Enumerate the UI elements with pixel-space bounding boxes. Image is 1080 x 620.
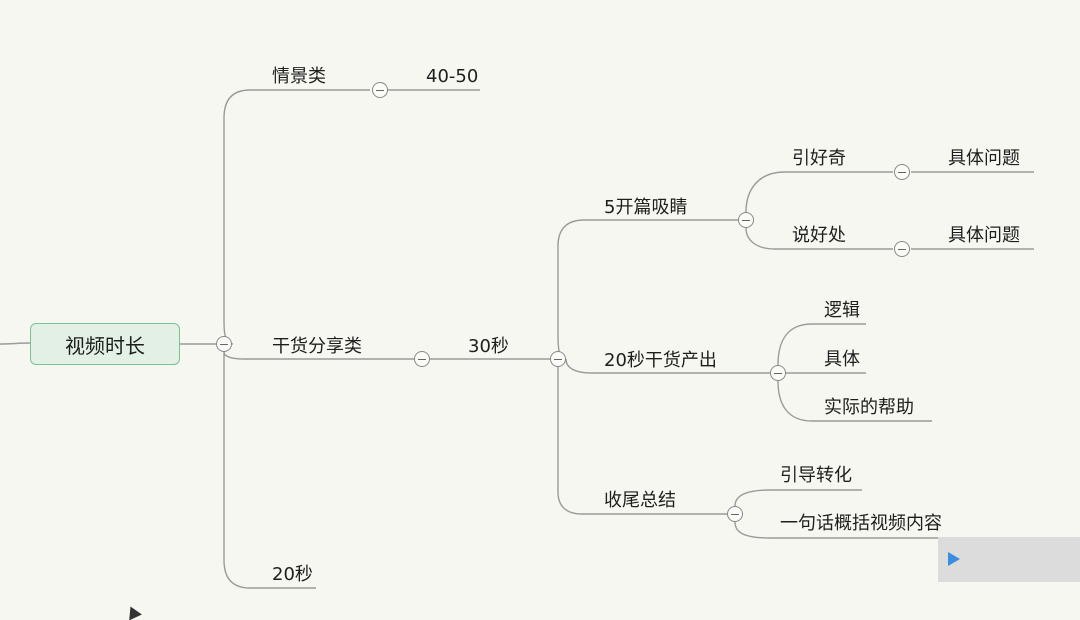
benefit-collapse-icon[interactable] <box>894 241 910 257</box>
open-connector <box>557 219 738 360</box>
root-node[interactable]: 视频时长 <box>30 323 180 365</box>
node-thirty-seconds[interactable]: 30秒 <box>468 336 509 357</box>
summary-connector <box>734 521 970 539</box>
branch-connector-20s <box>223 352 316 589</box>
curiosity-collapse-icon[interactable] <box>894 164 910 180</box>
node-twenty-seconds[interactable]: 20秒 <box>272 564 313 585</box>
node-body-logic[interactable]: 逻辑 <box>824 300 860 321</box>
node-body-concrete[interactable]: 具体 <box>824 349 860 370</box>
node-scene-duration[interactable]: 40-50 <box>426 66 479 87</box>
node-scene[interactable]: 情景类 <box>272 66 326 87</box>
node-curiosity[interactable]: 引好奇 <box>792 148 846 169</box>
body-collapse-icon[interactable] <box>770 365 786 381</box>
thirty-collapse-icon[interactable] <box>550 351 566 367</box>
help-connector <box>777 380 932 422</box>
node-body-help[interactable]: 实际的帮助 <box>824 397 914 418</box>
root-collapse-icon[interactable] <box>216 336 232 352</box>
node-body[interactable]: 20秒干货产出 <box>604 350 717 371</box>
play-icon[interactable] <box>948 552 960 566</box>
root-incoming-connector <box>0 342 31 345</box>
open-collapse-icon[interactable] <box>738 212 754 228</box>
node-closing-summary[interactable]: 一句话概括视频内容 <box>780 513 942 534</box>
close-collapse-icon[interactable] <box>727 506 743 522</box>
node-closing-convert[interactable]: 引导转化 <box>780 465 852 486</box>
node-dry-goods[interactable]: 干货分享类 <box>272 336 362 357</box>
scene-collapse-icon[interactable] <box>372 82 388 98</box>
convert-connector <box>734 489 862 507</box>
body-connector <box>565 358 770 374</box>
branch-connector-scene <box>223 89 370 345</box>
close-connector <box>557 366 727 515</box>
logic-connector <box>777 323 866 366</box>
video-player-panel[interactable] <box>938 537 1080 582</box>
root-node-label: 视频时长 <box>65 333 145 358</box>
node-benefit-detail[interactable]: 具体问题 <box>948 225 1020 246</box>
benefit-connector <box>745 227 893 250</box>
node-benefit[interactable]: 说好处 <box>792 225 846 246</box>
dry-collapse-icon[interactable] <box>414 351 430 367</box>
node-curiosity-detail[interactable]: 具体问题 <box>948 148 1020 169</box>
curiosity-connector <box>745 171 893 213</box>
node-closing[interactable]: 收尾总结 <box>604 490 676 511</box>
node-opening[interactable]: 5开篇吸睛 <box>604 197 688 218</box>
